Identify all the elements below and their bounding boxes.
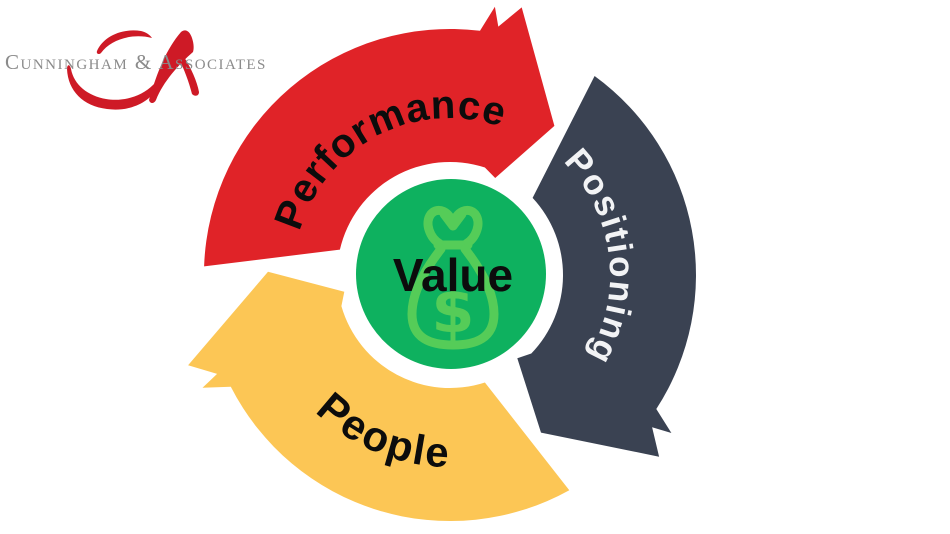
company-name: Cunningham & Associates — [5, 50, 267, 74]
value-circle — [356, 179, 546, 369]
cycle-arrows — [184, 3, 700, 525]
value-center: $ Value — [356, 179, 546, 369]
company-logo: Cunningham & Associates — [5, 30, 267, 110]
people-arrow — [184, 268, 573, 525]
logo-swoosh-c-upper — [96, 30, 152, 55]
logo-swoosh-a-right — [179, 57, 199, 96]
logo-swoosh-c-lower — [67, 65, 159, 110]
money-bag-knot — [439, 209, 467, 231]
dollar-sign: $ — [431, 274, 474, 347]
value-label: Value — [393, 249, 513, 301]
positioning-arrow — [513, 72, 700, 461]
money-bag-body — [407, 244, 499, 350]
money-bag-icon: $ — [407, 205, 499, 350]
performance-arrow — [200, 3, 558, 270]
logo-swoosh-a-left — [149, 30, 194, 103]
